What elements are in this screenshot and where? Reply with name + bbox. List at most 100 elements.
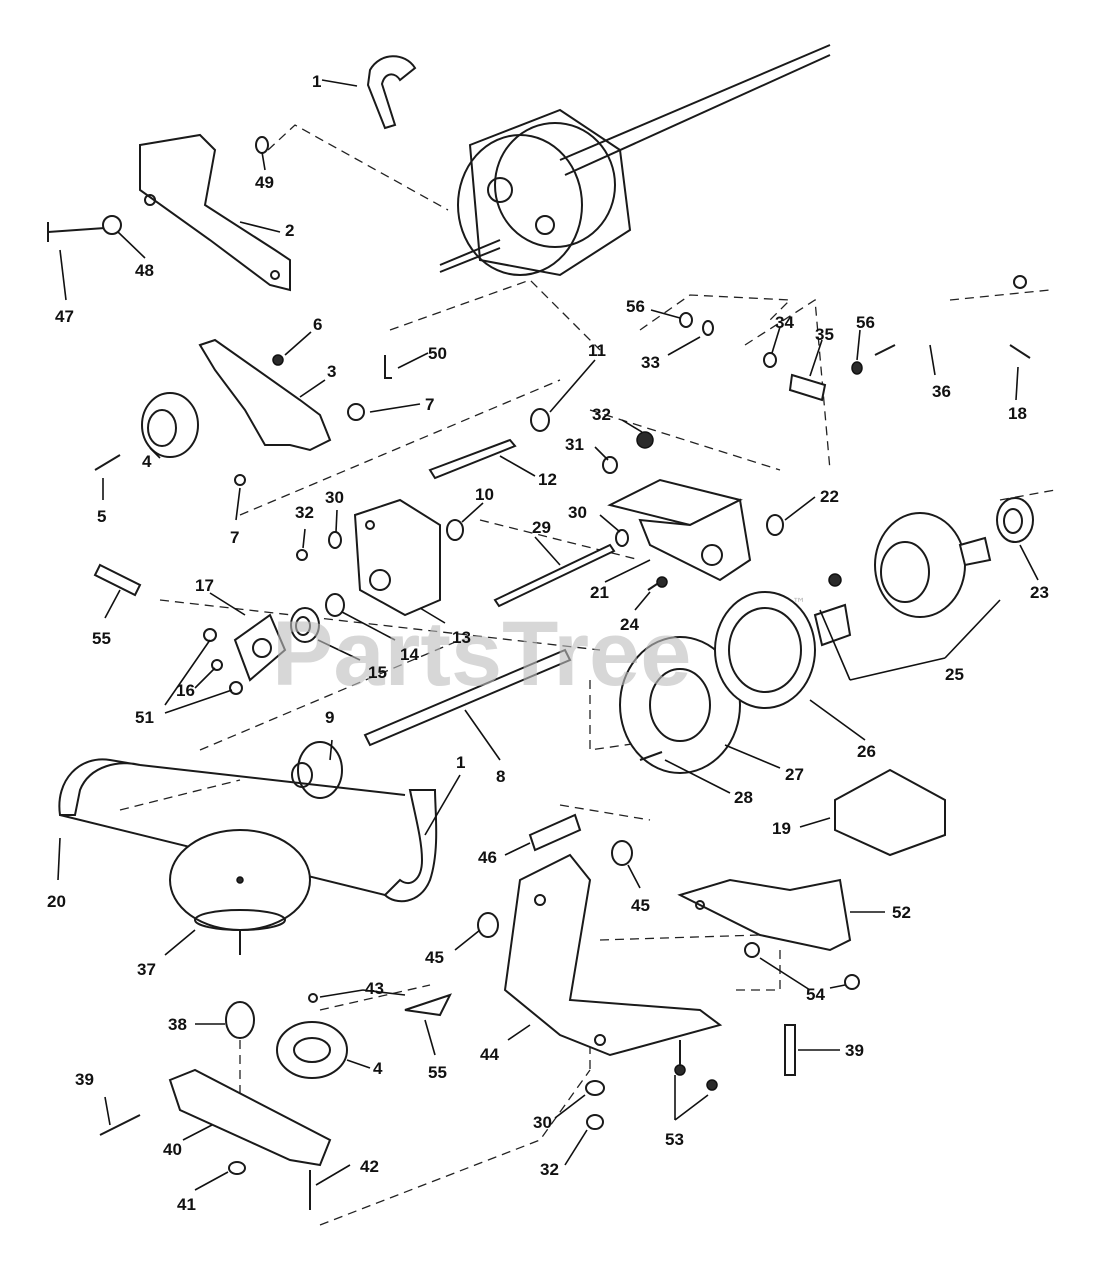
part-stud-39-left: [99, 1114, 141, 1136]
callout-label: 2: [285, 221, 294, 240]
part-spring-55-lower: [404, 993, 452, 1017]
part-locknut-48: [102, 215, 122, 235]
callout-labels: 1 2 47 48 49 6 3 50 7 4 5 7 11 12 32 31 …: [47, 72, 1049, 1214]
callout-label: 22: [820, 487, 839, 506]
callout-label: 28: [734, 788, 753, 807]
part-screw-24: [647, 576, 668, 591]
callout-label: 37: [137, 960, 156, 979]
callout-label: 30: [568, 503, 587, 522]
watermark-trademark: ™: [792, 596, 806, 612]
part-clip-22: [766, 514, 784, 536]
part-screw-6: [272, 354, 284, 366]
part-arm-40: [168, 1068, 332, 1167]
callout-label: 34: [775, 313, 794, 332]
callout-label: 10: [475, 485, 494, 504]
watermark-text: PartsTree: [272, 603, 691, 705]
callout-label: 44: [480, 1045, 499, 1064]
callout-label: 27: [785, 765, 804, 784]
callout-label: 47: [55, 307, 74, 326]
callout-label: 50: [428, 344, 447, 363]
callout-label: 40: [163, 1140, 182, 1159]
callout-label: 13: [452, 628, 471, 647]
callout-label: 32: [295, 503, 314, 522]
part-pulley-9: [291, 741, 343, 799]
part-nut-41: [228, 1161, 246, 1175]
callout-label: 32: [540, 1160, 559, 1179]
callout-label: 8: [496, 767, 505, 786]
part-pin-50: [384, 355, 392, 379]
callout-label: 16: [176, 681, 195, 700]
part-washer-34: [763, 352, 777, 368]
part-fitting-18: [1009, 275, 1031, 359]
part-nut-32-left: [296, 549, 308, 561]
callout-label: 39: [845, 1041, 864, 1060]
callout-label: 29: [532, 518, 551, 537]
callout-label: 12: [538, 470, 557, 489]
callout-label: 43: [365, 979, 384, 998]
callout-label: 7: [425, 395, 434, 414]
callout-label: 39: [75, 1070, 94, 1089]
callout-label: 49: [255, 173, 274, 192]
callout-label: 19: [772, 819, 791, 838]
callout-label: 46: [478, 848, 497, 867]
part-rod-29: [493, 543, 616, 608]
part-washer-11: [530, 408, 550, 432]
callout-label: 4: [373, 1059, 383, 1078]
part-nut-56-right: [851, 361, 863, 375]
callout-label: 24: [620, 615, 639, 634]
callout-label: 56: [856, 313, 875, 332]
callout-label: 11: [588, 341, 606, 360]
callout-label: 55: [428, 1063, 447, 1082]
part-screw-28: [639, 751, 663, 761]
part-rod-36: [874, 344, 896, 356]
part-bushing-45-right: [611, 840, 633, 866]
part-screws-53: [674, 1040, 718, 1091]
callout-label: 35: [815, 325, 834, 344]
part-bracket-2: [139, 133, 291, 292]
part-bearing-14: [325, 593, 345, 617]
part-screws-51-16: [203, 628, 243, 695]
part-washer-33: [702, 320, 714, 336]
callout-label: 33: [641, 353, 660, 372]
callout-label: 30: [533, 1113, 552, 1132]
part-bracket-21: [607, 478, 752, 582]
part-bushing-45-left: [477, 912, 499, 938]
callout-label: 45: [631, 896, 650, 915]
callout-label: 25: [945, 665, 964, 684]
callout-label: 18: [1008, 404, 1027, 423]
part-pin-43: [308, 993, 318, 1003]
part-bushing-49: [255, 136, 269, 154]
part-nut-56-top: [679, 312, 693, 328]
part-clutch-plate-27: [619, 636, 741, 774]
part-ball-joint-38: [225, 1001, 255, 1039]
callout-label: 5: [97, 507, 106, 526]
part-drive-pulley-37: [169, 829, 311, 955]
callout-label: 15: [368, 663, 387, 682]
part-rod-end-35: [788, 373, 827, 402]
part-washer-10: [446, 519, 464, 541]
part-pulley-4-lower: [276, 1021, 348, 1079]
part-washer-30-right: [615, 529, 629, 547]
part-belt-keeper-1-top: [366, 55, 417, 130]
callout-label: 3: [327, 362, 336, 381]
part-clutch-ring-26: [714, 591, 816, 709]
part-washer-31: [602, 456, 618, 474]
part-belt-keeper-1-lower: [383, 789, 438, 903]
part-nut-32-right: [636, 431, 654, 449]
part-nuts-54: [744, 942, 860, 990]
callout-label: 55: [92, 629, 111, 648]
callout-label: 17: [195, 576, 214, 595]
callout-label: 9: [325, 708, 334, 727]
part-washer-30-bottom: [585, 1080, 605, 1096]
part-bolt-5: [94, 454, 121, 471]
callout-label: 1: [456, 753, 465, 772]
part-bearing-23: [996, 497, 1034, 543]
part-shaft-12: [428, 438, 517, 480]
part-nut-32-bottom: [586, 1114, 604, 1130]
callout-label: 52: [892, 903, 911, 922]
callout-label: 48: [135, 261, 154, 280]
part-bracket-3: [198, 338, 332, 452]
part-screw-47: [47, 222, 106, 242]
callout-label: 7: [230, 528, 239, 547]
